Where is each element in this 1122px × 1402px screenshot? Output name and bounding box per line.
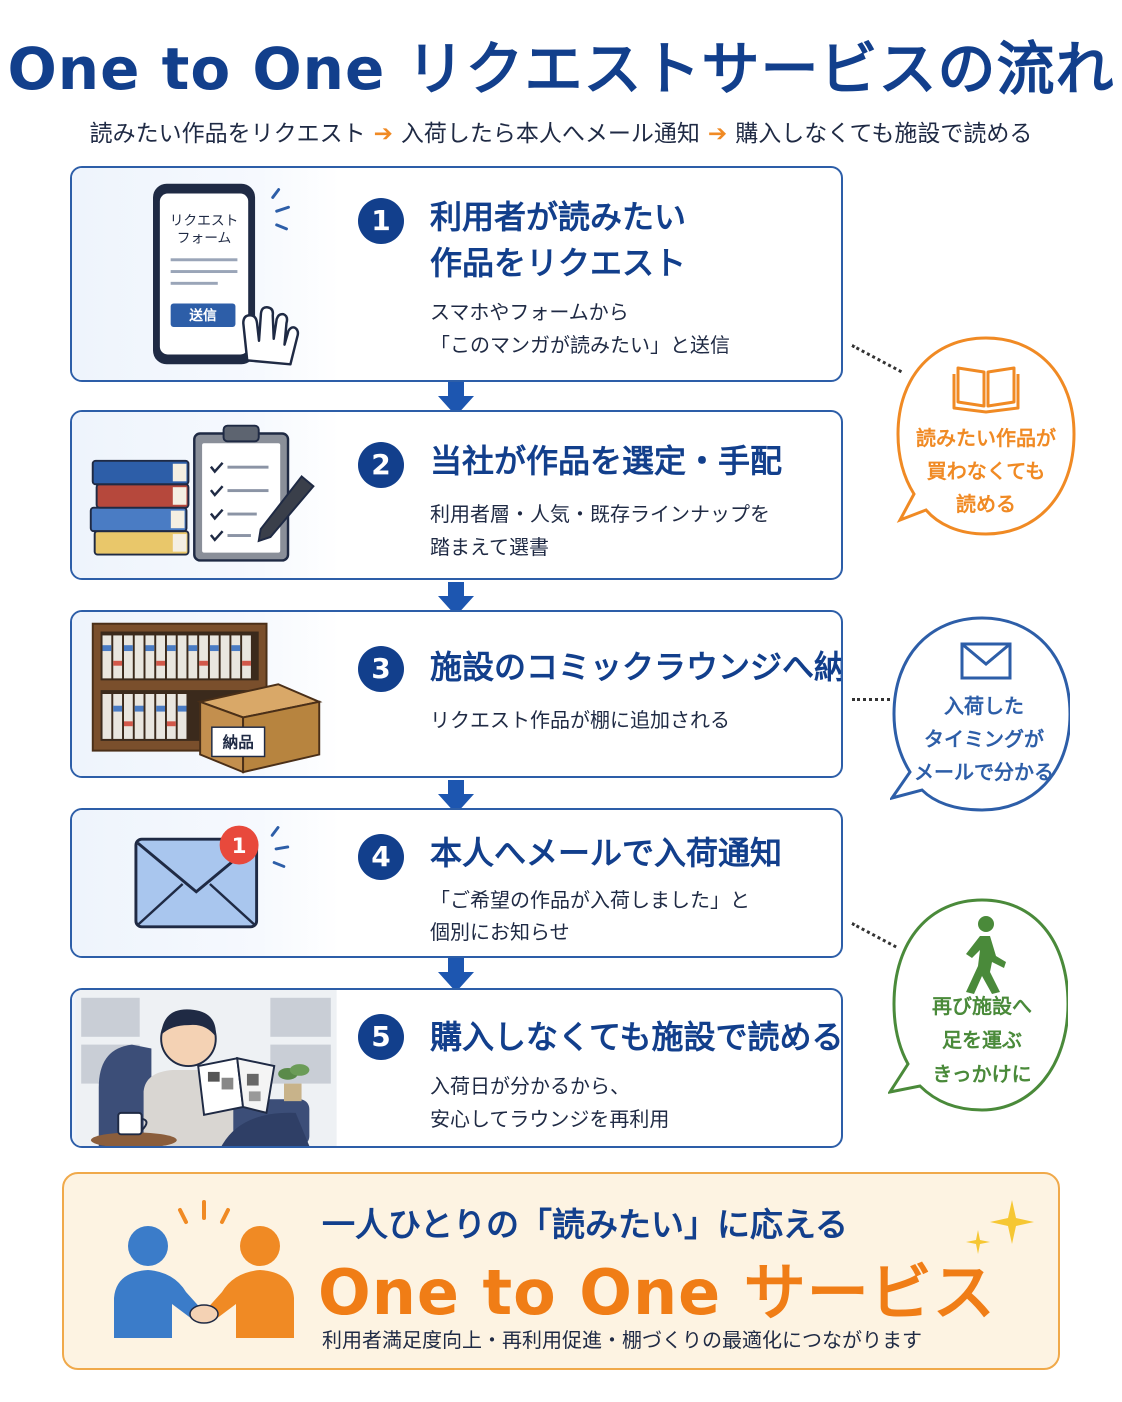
step-number: 4 [358,834,404,880]
step-1-card: リクエスト フォーム 送信 1 利用者が読みたい 作品をリクエスト スマホやフォ… [70,166,843,382]
down-arrow-icon [438,958,474,992]
step-2-card: 2 当社が作品を選定・手配 利用者層・人気・既存ラインナップを 踏まえて選書 [70,410,843,580]
walking-person-icon [966,916,1006,994]
books-clipboard-illustration [72,412,340,578]
step-4-card: 1 4 本人へメールで入荷通知 「ご希望の作品が入荷しました」と 個別にお知らせ [70,808,843,958]
down-arrow-icon [438,382,474,416]
book-icon [952,366,1020,414]
cardboard-box-icon: 納品 [196,683,323,774]
summary-panel: 一人ひとりの「読みたい」に応える One to One サービス 利用者満足度向… [62,1172,1060,1370]
step-number: 2 [358,442,404,488]
bubble-text: 足を運ぶ [942,1028,1022,1052]
badge-count: 1 [232,834,247,859]
pen-icon [257,475,315,543]
step-3-card: 納品 3 施設のコミックラウンジへ納品 リクエスト作品が棚に追加される [70,610,843,778]
plant-icon [278,1064,310,1102]
step-description: 踏まえて選書 [430,535,549,559]
arrow-right-icon: ➔ [373,121,393,147]
manga-book-icon [197,1057,276,1116]
step-description: 「ご希望の作品が入荷しました」と [430,888,750,912]
smartphone-form-illustration: リクエスト フォーム 送信 [72,168,340,380]
summary-service-name: One to One サービス [318,1256,996,1329]
arrow-right-icon: ➔ [707,121,728,147]
step-5-card: 5 購入しなくても施設で読める 入荷日が分かるから、 安心してラウンジを再利用 [70,988,843,1148]
bubble-text: メールで分かる [914,760,1054,784]
bubble-text: タイミングが [924,727,1044,751]
step-description: 入荷日が分かるから、 [430,1074,630,1098]
leader-line [852,698,890,701]
smartphone-icon: リクエスト フォーム 送信 [153,183,300,366]
book-stack-icon [89,459,190,556]
mail-notification-illustration: 1 [72,810,340,956]
coffee-cup-icon [90,1111,177,1146]
bookshelf-icon [91,622,268,752]
handshake-icon [114,1200,294,1338]
down-arrow-icon [438,780,474,814]
step-number: 3 [358,646,404,692]
bubble-text: 読みたい作品が [916,426,1056,450]
notification-badge-icon: 1 [219,825,259,865]
benefit-bubble-read-free: 読みたい作品が 買わなくても 読める [896,334,1076,539]
step-title: 購入しなくても施設で読める [430,1018,843,1056]
benefit-bubble-mail-timing: 入荷した タイミングが メールで分かる [890,614,1070,819]
subtitle-notify: 入荷したら本人へメール通知 [400,121,700,147]
form-label-2: フォーム [177,231,232,247]
send-button-label: 送信 [188,307,217,324]
step-description: 「このマンガが読みたい」と送信 [430,333,730,357]
sparkle-icon [966,1200,1034,1254]
flow-subtitle: 読みたい作品をリクエスト ➔ 入荷したら本人へメール通知 ➔ 購入しなくても施設で読める [0,114,1122,148]
bubble-text: 再び施設へ [932,994,1032,1018]
step-title: 当社が作品を選定・手配 [430,442,783,480]
step-description: 安心してラウンジを再利用 [430,1107,670,1131]
step-title: 作品をリクエスト [430,244,687,282]
bubble-text: 読める [956,492,1016,516]
step-number: 1 [358,198,404,244]
envelope-icon [134,837,259,929]
form-label-1: リクエスト [170,213,239,229]
summary-headline: 一人ひとりの「読みたい」に応える [322,1205,849,1244]
reader-lounge-illustration [72,990,340,1146]
bubble-text: 入荷した [944,694,1024,718]
subtitle-read: 購入しなくても施設で読める [735,121,1033,147]
bubble-text: きっかけに [932,1062,1032,1086]
envelope-icon [960,642,1012,680]
clipboard-icon [193,424,290,562]
bubble-text: 買わなくても [926,459,1046,483]
step-description: 個別にお知らせ [430,920,570,944]
step-number: 5 [358,1014,404,1060]
leader-line [851,344,903,374]
shelf-delivery-illustration: 納品 [72,612,340,776]
step-description: 利用者層・人気・既存ラインナップを [430,502,770,526]
subtitle-request: 読みたい作品をリクエスト [89,121,366,147]
step-title: 利用者が読みたい [430,198,687,236]
step-title: 本人へメールで入荷通知 [430,834,783,872]
summary-benefits: 利用者満足度向上・再利用促進・棚づくりの最適化につながります [322,1328,922,1352]
step-description: スマホやフォームから [430,300,629,324]
page-title: One to One リクエストサービスの流れ [7,35,1115,103]
box-label: 納品 [223,733,254,752]
step-description: リクエスト作品が棚に追加される [430,708,730,732]
down-arrow-icon [438,582,474,616]
benefit-bubble-return-visit: 再び施設へ 足を運ぶ きっかけに [888,896,1068,1112]
step-title: 施設のコミックラウンジへ納品 [430,648,843,686]
